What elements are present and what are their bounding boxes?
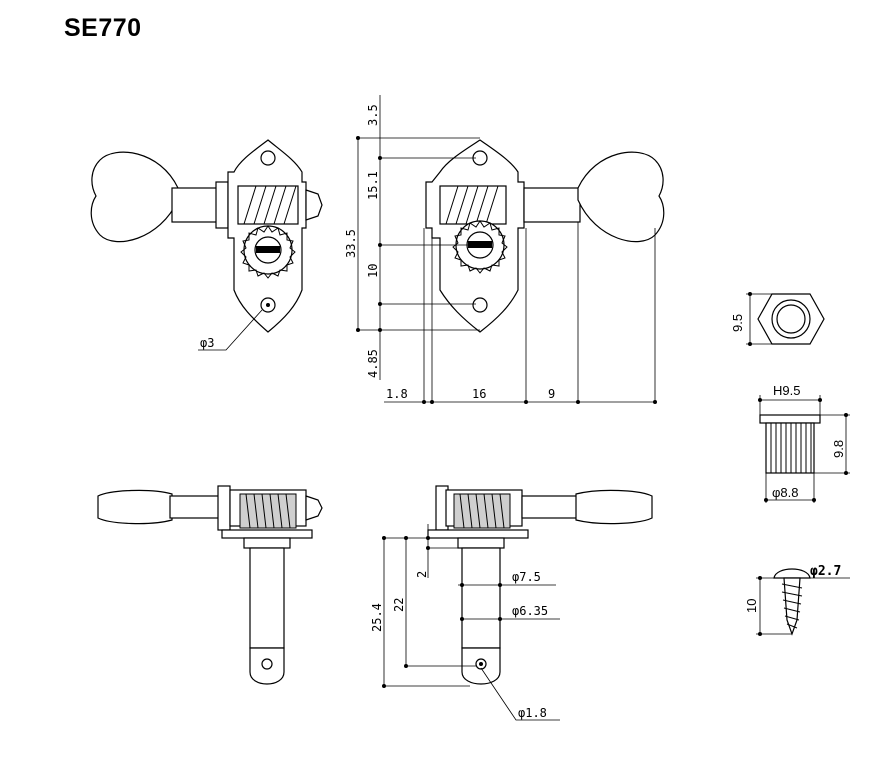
height-22-dim: 22 (392, 598, 406, 612)
side-view-dimensioned: 2 22 25.4 φ7.5 φ6.35 φ1.8 (370, 485, 653, 721)
page-title: SE770 (64, 14, 142, 42)
bushing-view: H9.5 9.8 φ8.8 (758, 383, 850, 503)
bushing-dia-label: φ8.8 (772, 485, 799, 500)
front-view-dimensioned: 3.5 15.1 33.5 10 4.85 1.8 16 9 (344, 95, 665, 404)
screw-view: φ2.7 10 (744, 564, 850, 636)
dim-bottom: 4.85 (366, 349, 380, 378)
dia-75-label: φ7.5 (512, 570, 541, 584)
dim-plate: 1.8 (386, 387, 408, 401)
dim-shaft: 9 (548, 387, 555, 401)
dim-width: 16 (472, 387, 486, 401)
front-view-left: φ3 (90, 139, 323, 351)
nut-width-label: 9.5 (730, 314, 745, 332)
height-254-dim: 25.4 (370, 603, 384, 632)
side-view-left (97, 485, 323, 685)
screw-length-label: 10 (744, 599, 759, 613)
bushing-height-label: 9.8 (831, 440, 846, 458)
bushing-hex-label: H9.5 (773, 383, 800, 398)
bushing-top-dim: 2 (415, 571, 429, 578)
screw-dia-label: φ2.7 (810, 564, 841, 579)
dim-lower: 10 (366, 264, 380, 278)
dim-top-gap: 3.5 (366, 104, 380, 126)
hex-nut-view: 9.5 (730, 292, 825, 346)
hole-diameter-label: φ3 (200, 336, 214, 350)
hole-18-label: φ1.8 (518, 706, 547, 720)
dia-635-label: φ6.35 (512, 604, 548, 618)
dim-total-height: 33.5 (344, 229, 358, 258)
dim-upper: 15.1 (366, 171, 380, 200)
